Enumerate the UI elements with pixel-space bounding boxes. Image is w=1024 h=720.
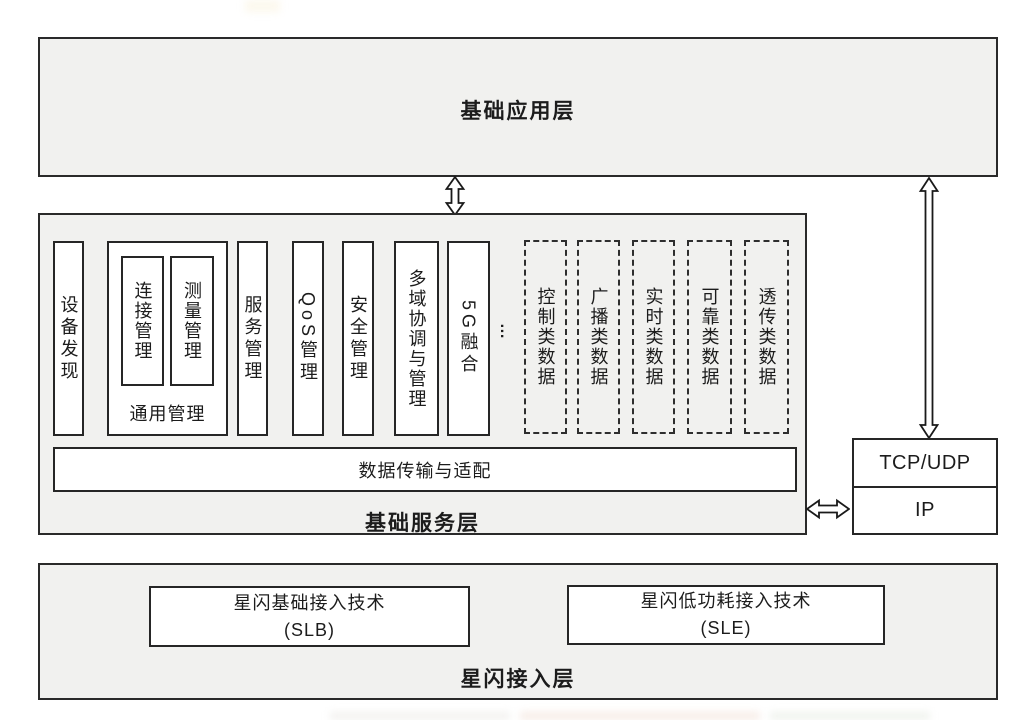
slb-box: 星闪基础接入技术 (SLB) — [149, 586, 470, 647]
module-security-management: 安全管理 — [342, 241, 374, 436]
module-device-discovery: 设备发现 — [53, 241, 84, 436]
access-layer-box: 星闪基础接入技术 (SLB) 星闪低功耗接入技术 (SLE) 星闪接入层 — [38, 563, 998, 700]
service-layer-box: 设备发现 连接管理 测量管理 通用管理 服务管理 QoS管理 安全管理 多域协调… — [38, 213, 807, 535]
datatype-passthrough: 透传类数据 — [744, 240, 789, 434]
group-general-management-label: 通用管理 — [129, 404, 206, 424]
module-device-discovery-label: 设备发现 — [58, 294, 79, 383]
access-layer-label: 星闪接入层 — [460, 668, 576, 691]
module-multidomain-management: 多域协调与管理 — [394, 241, 439, 436]
ip-box: IP — [852, 486, 998, 535]
datatype-broadcast-label: 广播类数据 — [588, 287, 609, 387]
sle-box: 星闪低功耗接入技术 (SLE) — [567, 585, 885, 645]
module-connection-management-label: 连接管理 — [132, 281, 153, 361]
artifact-smudge-bottom-1 — [330, 712, 510, 720]
datatype-realtime: 实时类数据 — [632, 240, 675, 434]
datatype-control: 控制类数据 — [524, 240, 567, 434]
artifact-smudge-top — [245, 0, 280, 12]
app-layer-label: 基础应用层 — [460, 100, 576, 123]
transport-adaptation-label: 数据传输与适配 — [358, 460, 492, 481]
module-multidomain-management-label: 多域协调与管理 — [406, 268, 427, 409]
datatype-realtime-label: 实时类数据 — [643, 287, 664, 387]
group-general-management: 连接管理 测量管理 通用管理 — [107, 241, 228, 436]
module-qos-management: QoS管理 — [292, 241, 324, 436]
slb-title: 星闪基础接入技术 — [233, 592, 386, 613]
module-connection-management: 连接管理 — [121, 256, 164, 386]
datatype-control-label: 控制类数据 — [535, 287, 556, 387]
datatype-broadcast: 广播类数据 — [577, 240, 620, 434]
sle-title: 星闪低功耗接入技术 — [640, 591, 812, 611]
module-service-management-label: 服务管理 — [242, 294, 263, 383]
datatype-reliable-label: 可靠类数据 — [699, 287, 720, 387]
artifact-smudge-bottom-2 — [520, 712, 760, 720]
app-layer-box: 基础应用层 — [38, 37, 998, 177]
slb-abbrev: (SLB) — [283, 619, 335, 640]
double-arrow-vertical-icon — [444, 176, 466, 216]
tcp-udp-label: TCP/UDP — [879, 451, 971, 474]
module-measurement-management-label: 测量管理 — [182, 281, 202, 361]
module-service-management: 服务管理 — [237, 241, 268, 436]
module-security-management-label: 安全管理 — [348, 294, 368, 383]
module-qos-management-label: QoS管理 — [298, 292, 318, 385]
tcp-udp-box: TCP/UDP — [852, 438, 998, 488]
sle-abbrev: (SLE) — [700, 618, 752, 638]
module-measurement-management: 测量管理 — [170, 256, 214, 386]
transport-adaptation-bar: 数据传输与适配 — [53, 447, 797, 492]
datatype-passthrough-label: 透传类数据 — [756, 287, 777, 387]
service-layer-label: 基础服务层 — [365, 512, 480, 535]
double-arrow-horizontal-icon — [806, 497, 850, 521]
ellipsis-dots: … — [497, 323, 514, 339]
module-5g-fusion: 5G融合 — [447, 241, 490, 436]
artifact-smudge-bottom-3 — [770, 712, 930, 720]
ip-label: IP — [915, 499, 935, 521]
module-5g-fusion-label: 5G融合 — [458, 300, 479, 377]
datatype-reliable: 可靠类数据 — [687, 240, 732, 434]
double-arrow-vertical-long-icon — [918, 177, 940, 439]
